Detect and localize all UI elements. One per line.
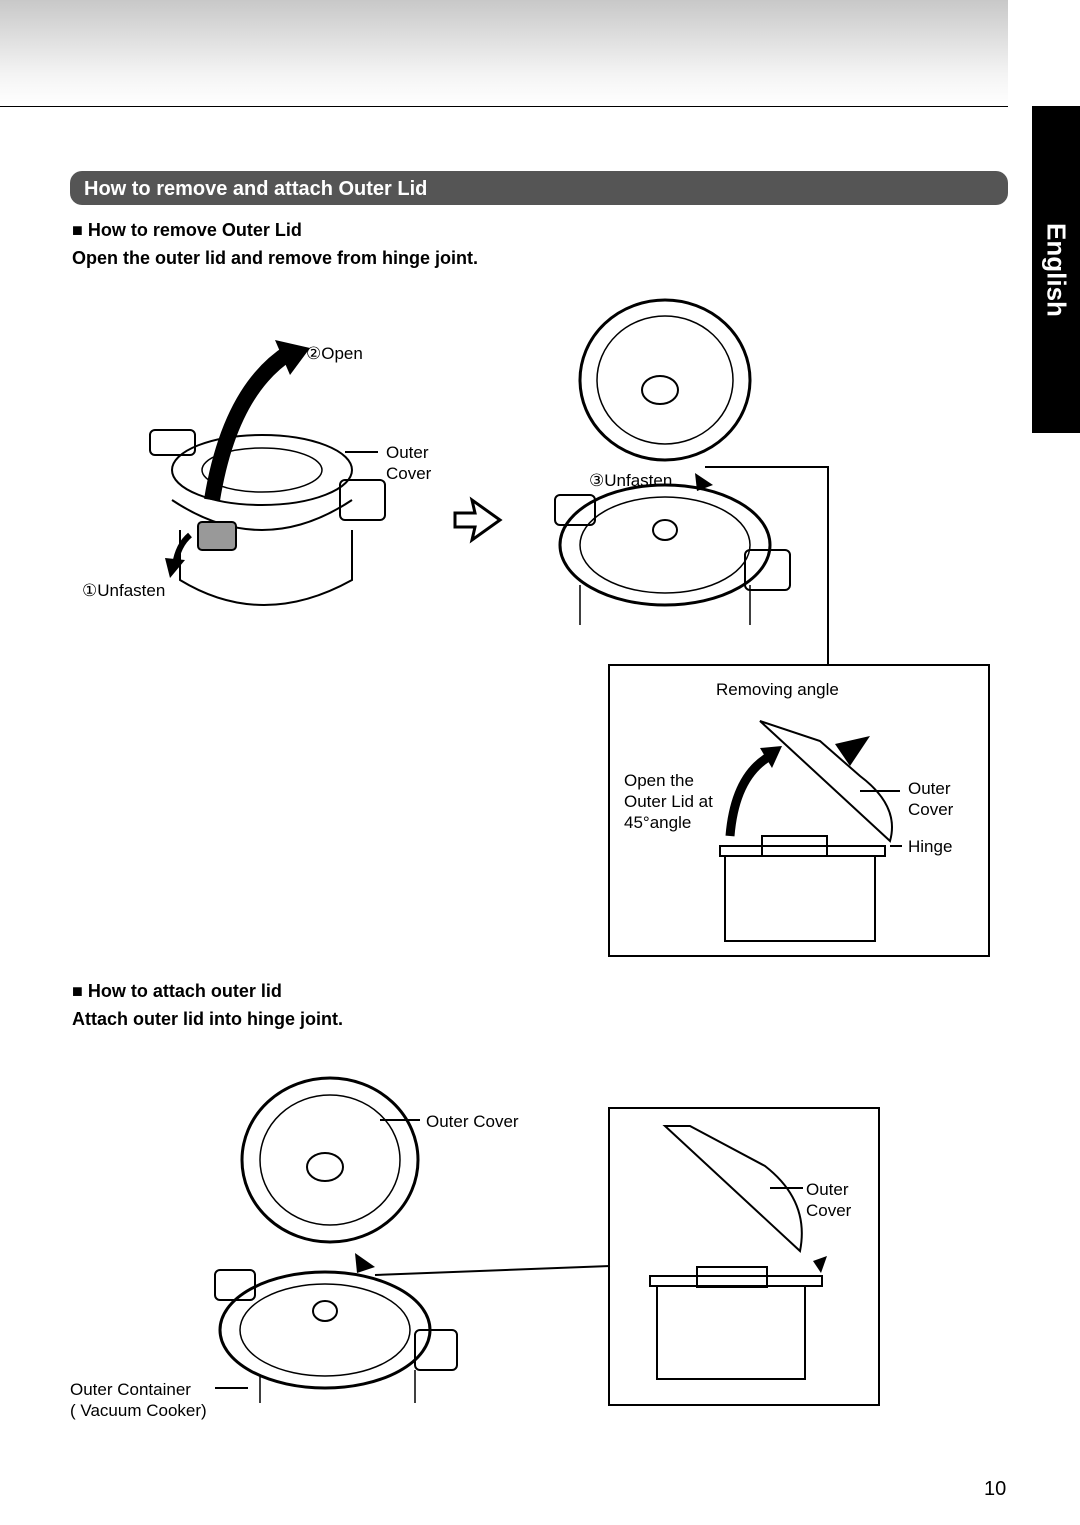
attach-diagram bbox=[649, 1125, 827, 1380]
outer-container-label: Outer Container ( Vacuum Cooker) bbox=[70, 1380, 207, 1420]
label-unfasten-1: ①Unfasten bbox=[82, 581, 166, 600]
angle-note: Open the Outer Lid at 45°angle bbox=[624, 771, 713, 832]
cooker-illustration-open bbox=[149, 340, 386, 606]
header-band bbox=[0, 0, 1008, 107]
angle-diagram bbox=[719, 720, 902, 942]
attach-outer-cover-label: Outer Cover bbox=[426, 1112, 519, 1131]
section-title: How to remove and attach Outer Lid bbox=[70, 171, 1008, 205]
detail-outer-cover-label: Outer Cover bbox=[806, 1180, 852, 1220]
cooker-illustration-lid-open bbox=[554, 298, 829, 665]
remove-heading: ■ How to remove Outer Lid bbox=[72, 220, 302, 240]
attach-heading: ■ How to attach outer lid bbox=[72, 981, 282, 1001]
label-outer-cover: Outer Cover bbox=[386, 443, 432, 483]
attach-instruction: Attach outer lid into hinge joint. bbox=[72, 1009, 343, 1029]
label-unfasten-3: ③Unfasten bbox=[589, 471, 673, 490]
label-open: ②Open bbox=[306, 344, 363, 363]
attach-detail: Outer Cover bbox=[608, 1107, 880, 1406]
cooker-illustration-attach bbox=[214, 1076, 611, 1403]
removing-angle-title: Removing angle bbox=[716, 680, 839, 699]
next-step-arrow-icon bbox=[453, 496, 503, 544]
hinge-label: Hinge bbox=[908, 837, 953, 856]
remove-instruction: Open the outer lid and remove from hinge… bbox=[72, 248, 479, 268]
removing-angle-detail: Removing angle Open the Outer Lid at 45°… bbox=[608, 664, 990, 957]
page-number: 10 bbox=[984, 1478, 1007, 1500]
angle-outer-cover-label: Outer Cover bbox=[908, 779, 954, 819]
language-tab-label: English bbox=[1041, 222, 1072, 317]
language-tab: English bbox=[1032, 106, 1080, 433]
